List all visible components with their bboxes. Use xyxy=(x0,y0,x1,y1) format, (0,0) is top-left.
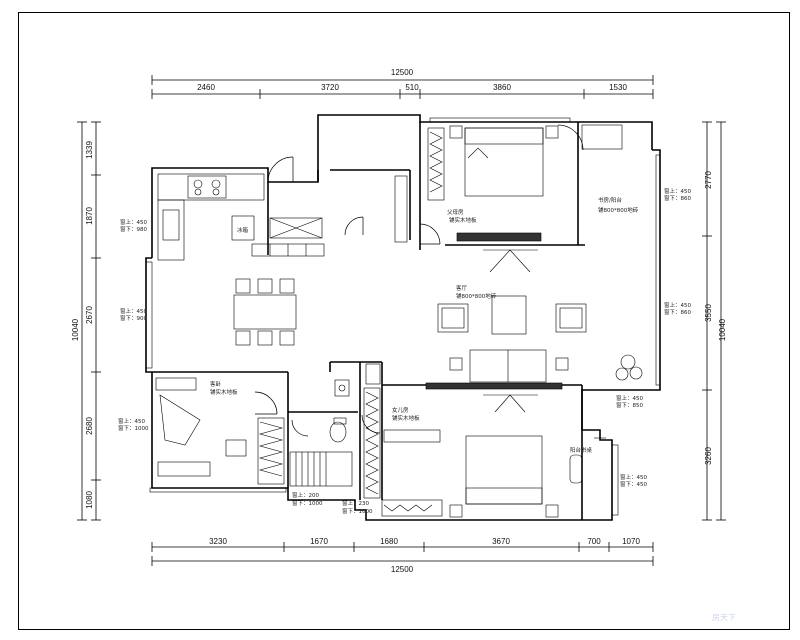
watermark: 房天下 xyxy=(712,612,736,622)
study-win-b: 窗下：860 xyxy=(664,194,691,202)
daughter-room-name: 女儿房 xyxy=(392,406,409,414)
living-win-b: 窗下：860 xyxy=(664,308,691,316)
dimension-lines xyxy=(77,75,726,566)
master-room-floor: 铺实木地板 xyxy=(449,216,477,224)
doors xyxy=(254,124,584,437)
dim-bottom-1: 3230 xyxy=(209,537,227,546)
dim-left-4: 2680 xyxy=(85,417,94,435)
bath-win-a: 窗上：200 xyxy=(292,491,319,499)
corner-win-b: 窗下：850 xyxy=(616,401,643,409)
guest-win-b: 窗下：1000 xyxy=(118,424,149,432)
dim-top-1: 2460 xyxy=(197,83,215,92)
dimension-labels: 12500 2460 3720 510 3860 1530 3230 1670 … xyxy=(71,68,727,574)
study-win-a: 窗上：450 xyxy=(664,187,691,195)
dim-bottom-4: 3670 xyxy=(492,537,510,546)
living-floor: 铺800*800地砖 xyxy=(456,292,497,300)
dim-bottom-3: 1680 xyxy=(380,537,398,546)
dim-bottom-6: 1070 xyxy=(622,537,640,546)
desk-win-a: 窗上：450 xyxy=(620,473,647,481)
bathroom xyxy=(289,363,381,487)
balcony-desk-label: 阳台书桌 xyxy=(570,446,593,454)
dim-bottom-5: 700 xyxy=(587,537,601,546)
cabinets xyxy=(251,175,408,257)
kitchen xyxy=(157,173,265,261)
desk-win-b: 窗下：450 xyxy=(620,480,647,488)
dim-left-2: 1870 xyxy=(85,207,94,225)
drawing-frame xyxy=(18,12,790,630)
dim-left-5: 1080 xyxy=(85,491,94,509)
study-area xyxy=(581,124,623,150)
bath-win-d: 窗下：1000 xyxy=(342,507,373,515)
guest-win-a: 窗上：450 xyxy=(118,417,145,425)
dim-top-5: 1530 xyxy=(609,83,627,92)
dining-table xyxy=(233,278,297,346)
study-floor: 铺800*800地砖 xyxy=(598,206,639,214)
dim-top-2: 3720 xyxy=(321,83,339,92)
guest-room-name: 客卧 xyxy=(210,380,222,388)
dim-top-total: 12500 xyxy=(391,68,414,77)
living-name: 客厅 xyxy=(456,284,468,292)
kitchen-win-b: 窗下：980 xyxy=(120,225,147,233)
dim-top-4: 3860 xyxy=(493,83,511,92)
bath-win-b: 窗下：1000 xyxy=(292,499,323,507)
dim-left-3: 2670 xyxy=(85,306,94,324)
dim-top-3: 510 xyxy=(405,83,419,92)
guest-room-floor: 铺实木地板 xyxy=(210,388,238,396)
bath-win-c: 窗上：230 xyxy=(342,499,369,507)
dining-win-a: 窗上：450 xyxy=(120,307,147,315)
guest-room xyxy=(155,377,285,485)
daughter-room xyxy=(363,387,606,518)
dim-right-1: 2770 xyxy=(704,171,713,189)
dim-right-2: 3550 xyxy=(704,304,713,322)
corner-win-a: 窗上：450 xyxy=(616,394,643,402)
living-room xyxy=(425,249,643,390)
daughter-room-floor: 铺实木地板 xyxy=(392,414,420,422)
dim-bottom-total: 12500 xyxy=(391,565,414,574)
dim-left-total: 10040 xyxy=(71,318,80,341)
dim-left-1: 1339 xyxy=(85,141,94,159)
study-name: 书房/阳台 xyxy=(598,196,622,204)
kitchen-win-a: 窗上：450 xyxy=(120,218,147,226)
dim-bottom-2: 1670 xyxy=(310,537,328,546)
living-win-a: 窗上：450 xyxy=(664,301,691,309)
master-room-name: 父母房 xyxy=(447,208,464,216)
dim-right-3: 3260 xyxy=(704,447,713,465)
windows xyxy=(145,117,661,516)
dining-win-b: 窗下：900 xyxy=(120,314,147,322)
dim-right-total: 10040 xyxy=(718,318,727,341)
master-bedroom xyxy=(427,125,559,242)
fridge-label: 冰箱 xyxy=(237,226,249,234)
